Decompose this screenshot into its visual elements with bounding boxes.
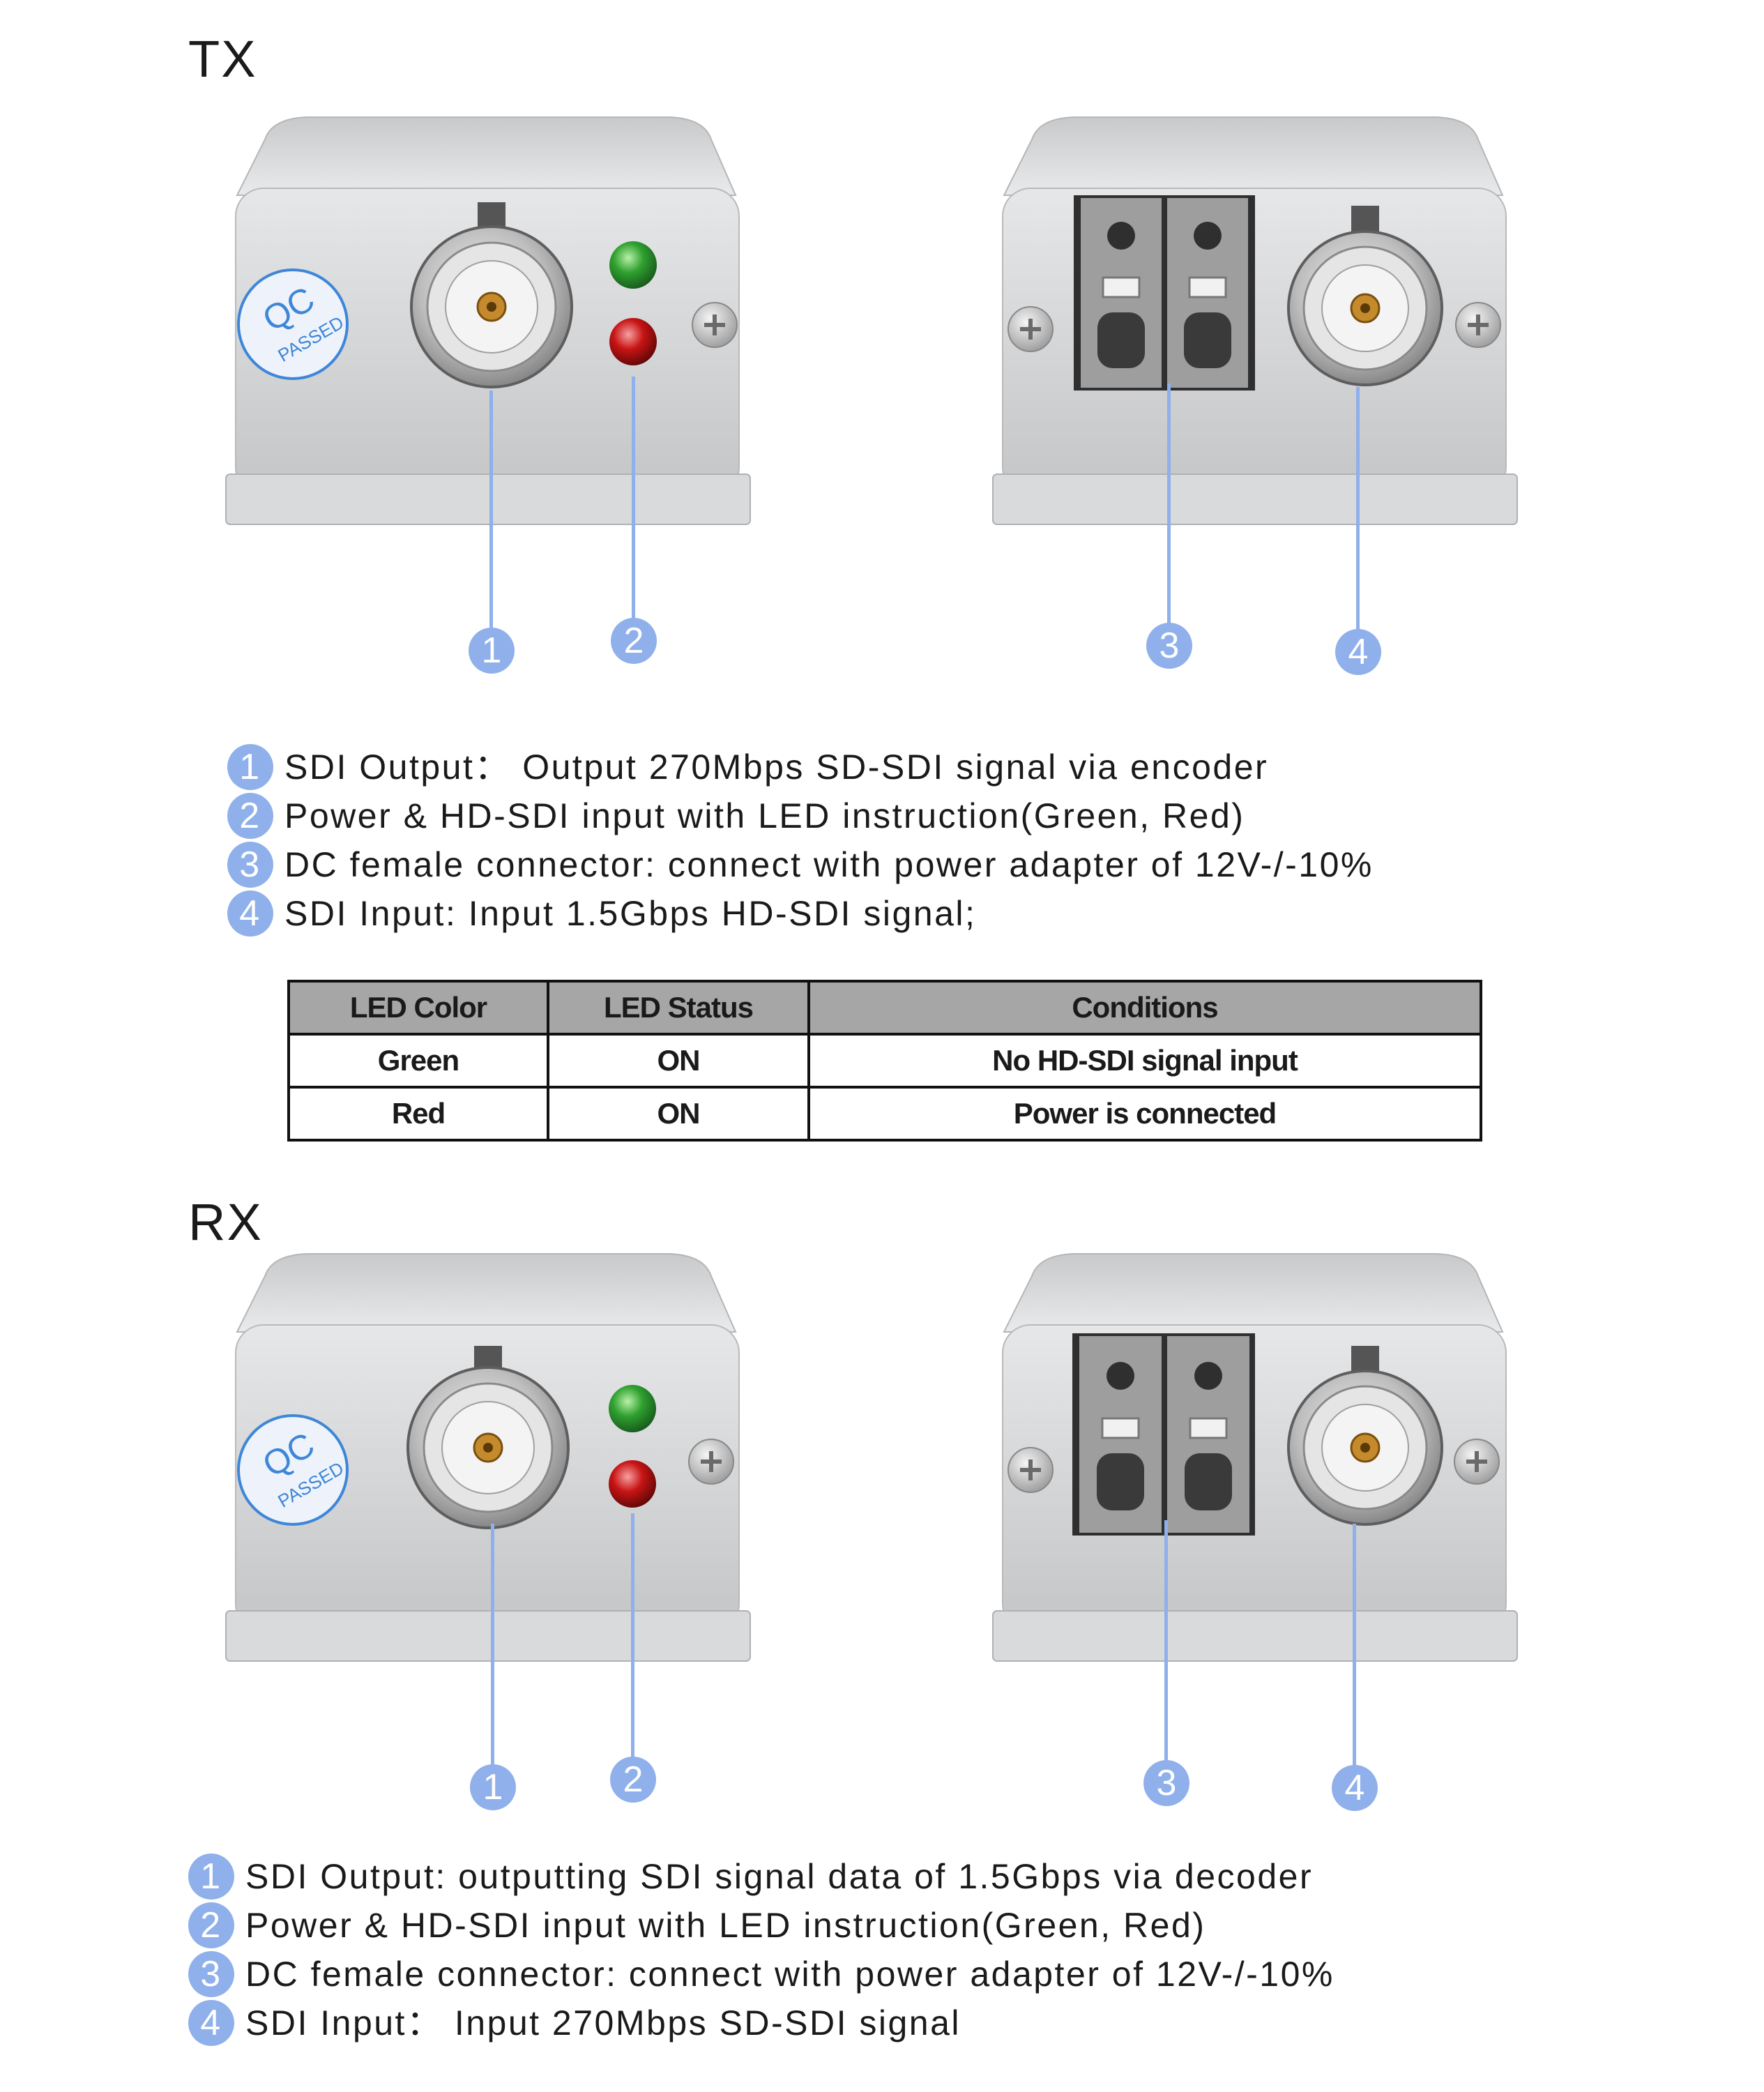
bnc-connector-icon bbox=[406, 1346, 570, 1529]
tx-title: TX bbox=[188, 30, 257, 88]
list-text: DC female connector: connect with power … bbox=[284, 845, 1374, 884]
callout-number-2: 2 bbox=[610, 1757, 656, 1803]
list-text: SDI Input： Input 270Mbps SD-SDI signal bbox=[245, 2003, 961, 2042]
table-row: Green ON No HD-SDI signal input bbox=[287, 1033, 1482, 1089]
list-text: SDI Output: outputting SDI signal data o… bbox=[245, 1857, 1314, 1896]
screw-icon bbox=[1008, 306, 1054, 352]
callout-line bbox=[491, 1524, 494, 1764]
bnc-connector-icon bbox=[1287, 206, 1443, 386]
list-text: SDI Output： Output 270Mbps SD-SDI signal… bbox=[284, 748, 1269, 787]
list-item: 2 Power & HD-SDI input with LED instruct… bbox=[188, 1901, 1335, 1950]
list-number: 3 bbox=[227, 842, 273, 888]
rx-front-device: QC PASSED bbox=[225, 1253, 751, 1662]
list-number: 4 bbox=[227, 890, 273, 937]
column-header: LED Color bbox=[287, 980, 549, 1036]
led-green-icon bbox=[609, 241, 657, 289]
qc-sticker-icon: QC PASSED bbox=[237, 1414, 349, 1526]
callout-line bbox=[632, 377, 635, 628]
callout-line bbox=[1164, 1520, 1168, 1764]
qc-sticker-icon: QC PASSED bbox=[237, 268, 349, 380]
screw-icon bbox=[692, 302, 738, 348]
callout-line bbox=[1353, 1524, 1356, 1768]
list-item: 3 DC female connector: connect with powe… bbox=[227, 840, 1374, 889]
callout-line bbox=[631, 1513, 634, 1761]
screw-icon bbox=[1008, 1447, 1054, 1493]
tx-front-device: QC PASSED bbox=[225, 116, 751, 525]
list-item: 1 SDI Output： Output 270Mbps SD-SDI sign… bbox=[227, 743, 1374, 791]
table-row: Red ON Power is connected bbox=[287, 1086, 1482, 1142]
tx-rear-device bbox=[992, 116, 1518, 525]
rx-rear-device bbox=[992, 1253, 1518, 1662]
callout-line bbox=[1356, 387, 1360, 631]
led-status-table: LED Color LED Status Conditions Green ON… bbox=[287, 980, 1482, 1142]
list-number: 2 bbox=[188, 1902, 234, 1948]
table-cell: Power is connected bbox=[807, 1086, 1482, 1142]
led-green-icon bbox=[609, 1385, 656, 1432]
column-header: Conditions bbox=[807, 980, 1482, 1036]
list-number: 3 bbox=[188, 1951, 234, 1997]
callout-number-4: 4 bbox=[1335, 629, 1381, 675]
table-cell: No HD-SDI signal input bbox=[807, 1033, 1482, 1089]
bnc-connector-icon bbox=[1287, 1346, 1443, 1526]
screw-icon bbox=[1455, 302, 1501, 348]
tx-description-list: 1 SDI Output： Output 270Mbps SD-SDI sign… bbox=[227, 743, 1374, 938]
list-item: 1 SDI Output: outputting SDI signal data… bbox=[188, 1852, 1335, 1901]
callout-number-3: 3 bbox=[1143, 1760, 1189, 1806]
list-text: Power & HD-SDI input with LED instructio… bbox=[245, 1906, 1206, 1945]
list-number: 2 bbox=[227, 793, 273, 839]
list-item: 2 Power & HD-SDI input with LED instruct… bbox=[227, 791, 1374, 840]
table-cell: ON bbox=[547, 1033, 810, 1089]
list-number: 1 bbox=[227, 744, 273, 790]
list-number: 1 bbox=[188, 1854, 234, 1900]
rx-title: RX bbox=[188, 1193, 263, 1251]
table-header-row: LED Color LED Status Conditions bbox=[287, 980, 1482, 1036]
list-text: Power & HD-SDI input with LED instructio… bbox=[284, 796, 1245, 835]
terminal-block-icon bbox=[1072, 1333, 1255, 1536]
bnc-connector-icon bbox=[410, 202, 573, 388]
list-text: SDI Input: Input 1.5Gbps HD-SDI signal; bbox=[284, 894, 977, 933]
screw-icon bbox=[1454, 1439, 1500, 1485]
list-text: DC female connector: connect with power … bbox=[245, 1955, 1335, 1994]
callout-number-4: 4 bbox=[1332, 1765, 1378, 1811]
callout-line bbox=[489, 391, 493, 628]
callout-number-3: 3 bbox=[1146, 623, 1192, 669]
column-header: LED Status bbox=[547, 980, 810, 1036]
screw-icon bbox=[688, 1439, 734, 1485]
callout-line bbox=[1167, 384, 1171, 628]
callout-number-1: 1 bbox=[470, 1764, 516, 1810]
led-red-icon bbox=[609, 1460, 656, 1508]
table-cell: ON bbox=[547, 1086, 810, 1142]
list-item: 3 DC female connector: connect with powe… bbox=[188, 1950, 1335, 1999]
led-red-icon bbox=[609, 318, 657, 365]
callout-number-1: 1 bbox=[469, 628, 515, 674]
list-number: 4 bbox=[188, 2000, 234, 2046]
rx-description-list: 1 SDI Output: outputting SDI signal data… bbox=[188, 1852, 1335, 2047]
terminal-block-icon bbox=[1074, 195, 1255, 391]
list-item: 4 SDI Input： Input 270Mbps SD-SDI signal bbox=[188, 1999, 1335, 2047]
list-item: 4 SDI Input: Input 1.5Gbps HD-SDI signal… bbox=[227, 889, 1374, 938]
table-cell: Red bbox=[287, 1086, 549, 1142]
callout-number-2: 2 bbox=[611, 618, 657, 664]
table-cell: Green bbox=[287, 1033, 549, 1089]
